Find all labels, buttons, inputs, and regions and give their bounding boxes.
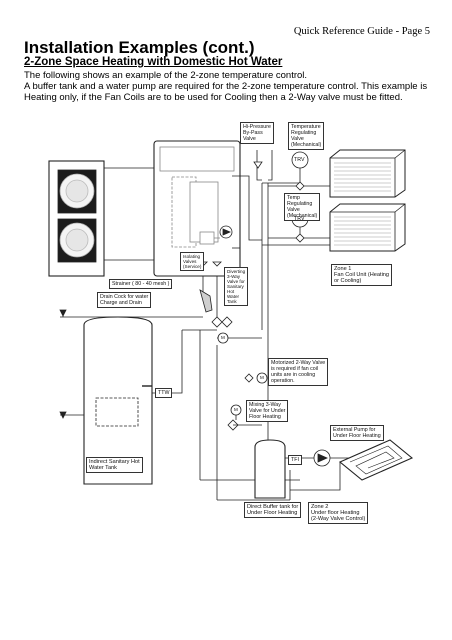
trv-label-1: TRV <box>294 157 305 163</box>
strainer-label: Strainer ( 80 - 40 mesh ) <box>109 279 173 289</box>
page-title: Installation Examples (cont.) <box>24 38 255 57</box>
motor-m-label-3: M <box>234 407 238 412</box>
intro-line-3: Heating only, if the Fan Coils are to be… <box>24 92 403 103</box>
underfloor-coil <box>338 439 414 481</box>
trv-label-2: TRV <box>294 216 305 222</box>
motor-m-label-2: M <box>260 375 264 380</box>
motor-m-label-1: M <box>221 335 225 340</box>
buffer-tank <box>254 439 286 499</box>
page-header: Quick Reference Guide - Page 5 <box>293 26 430 37</box>
fan-coil-unit-2 <box>329 203 406 252</box>
section-subtitle: 2-Zone Space Heating with Domestic Hot W… <box>24 56 283 68</box>
fan-coil-unit-1 <box>329 149 406 198</box>
ttw-label: TTW <box>155 388 173 398</box>
tfi-label: TFI <box>288 455 302 465</box>
intro-line-2: A buffer tank and a water pump are requi… <box>24 81 428 92</box>
intro-line-1: The following shows an example of the 2-… <box>24 70 308 81</box>
sanitary-tank <box>83 316 153 485</box>
